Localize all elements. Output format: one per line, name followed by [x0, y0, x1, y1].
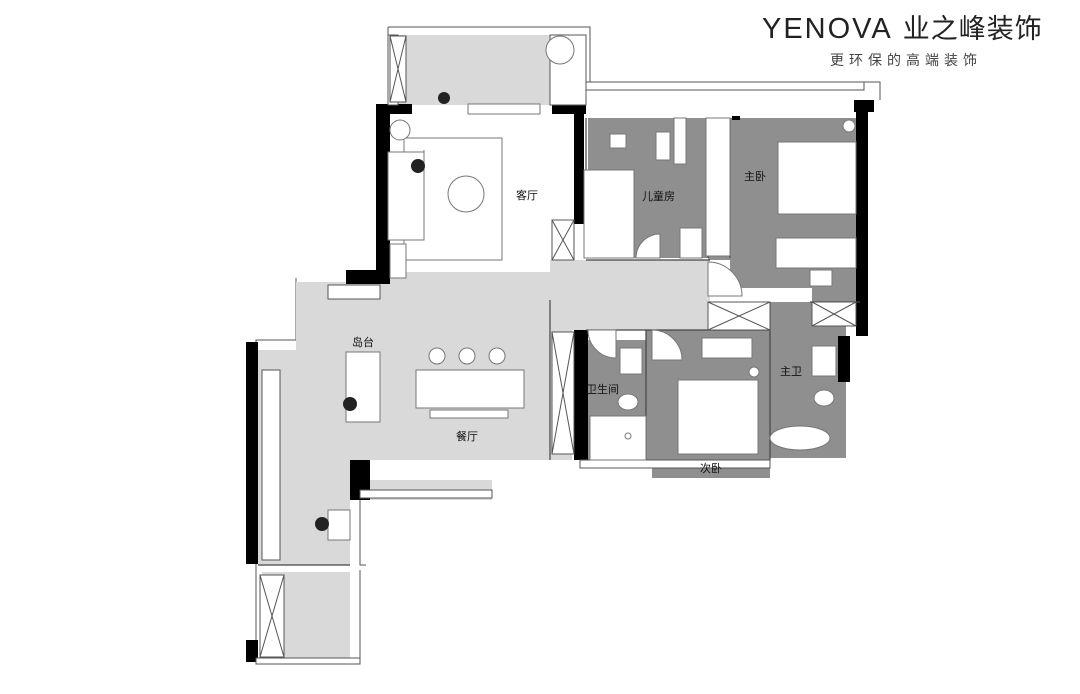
kids-furniture — [583, 117, 731, 259]
room-label-second-bed: 次卧 — [700, 461, 722, 475]
master-furniture — [707, 119, 857, 297]
cabinets — [259, 35, 857, 658]
room-label-dining: 餐厅 — [456, 429, 478, 443]
brand-tagline: 更环保的高端装饰 — [830, 53, 982, 69]
people — [315, 92, 450, 531]
walls — [246, 100, 874, 662]
brand-logo: YENOVA 业之峰装饰 — [762, 12, 1074, 47]
brand-block: YENOVA 业之峰装饰 更环保的高端装饰 — [762, 12, 1074, 70]
room-label-bath: 卫生间 — [586, 382, 619, 396]
room-label-island: 岛台 — [352, 335, 374, 349]
bath-furniture — [587, 329, 837, 461]
brand-logo-cn: 业之峰装饰 — [902, 14, 1043, 45]
room-label-living: 客厅 — [516, 188, 538, 202]
second-furniture — [677, 337, 760, 455]
brand-logo-en: YENOVA — [762, 13, 893, 45]
room-label-master-bed: 主卧 — [744, 170, 766, 183]
living-furniture — [387, 35, 575, 279]
room-label-master-bath: 主卫 — [780, 365, 802, 378]
room-label-kids: 儿童房 — [642, 189, 675, 203]
